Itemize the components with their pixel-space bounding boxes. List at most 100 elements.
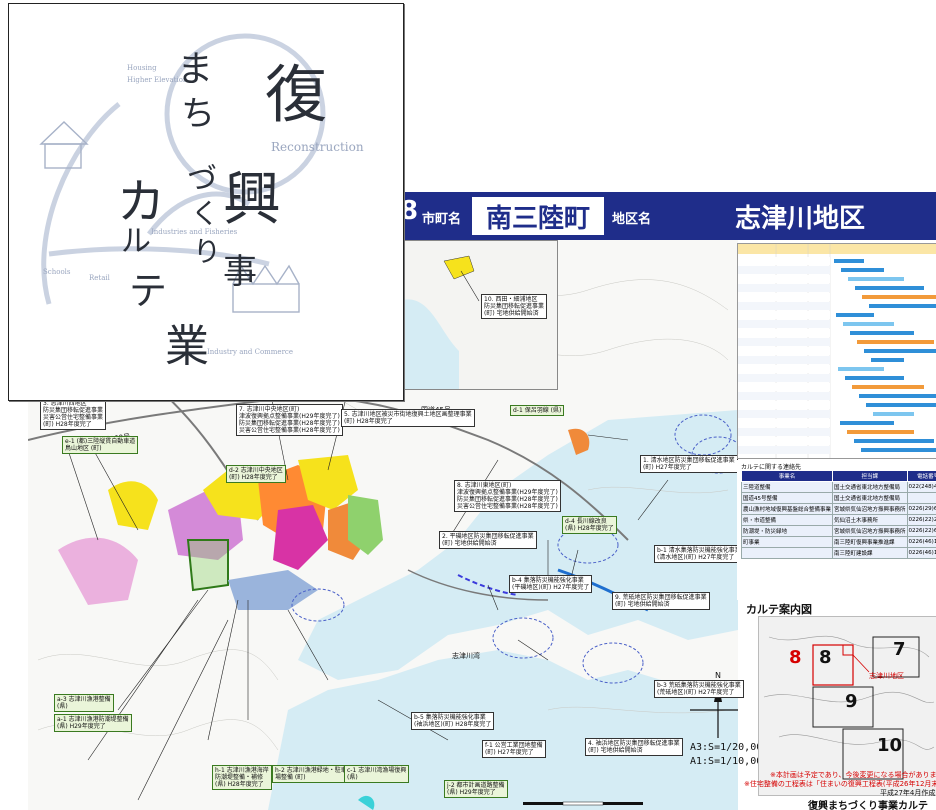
- district-number: 8: [400, 196, 419, 226]
- guide-map-drawing: [763, 635, 935, 780]
- schedule-row: [738, 347, 830, 355]
- schedule-bar: [840, 421, 894, 425]
- schedule-row: [738, 284, 830, 292]
- contacts-cell: 0226(46)1375: [906, 536, 936, 548]
- scale-a3: A3:S=1/20,000: [690, 742, 769, 753]
- schedule-bar: [854, 439, 934, 443]
- schedule-bar: [836, 313, 874, 317]
- map-label-d4: d-4 長川線改良 (県) H28年度完了: [562, 516, 617, 534]
- schedule-bar: [871, 358, 904, 362]
- bay-label: 志津川湾: [452, 652, 480, 660]
- guide-area-label: 志津川地区: [869, 672, 904, 680]
- logo-char-ka: カ: [117, 174, 166, 230]
- map-label-text: b-4 集落防災機能強化事業 (平磯地区)(町) H27年度完了: [512, 577, 590, 591]
- guide-number-9: 9: [845, 691, 858, 712]
- map-label-text: 3. 志津川西地区 防災集団移転促進事業 災害公営住宅整備事業 (町) H28年…: [43, 400, 104, 428]
- map-label-text: 5. 志津川地区被災市街地復興土地区画整理事業 (町) H28年度完了: [344, 411, 472, 425]
- contacts-cell: 町事業: [740, 536, 834, 548]
- contacts-cell: 県・市道整備: [740, 514, 834, 526]
- schedule-chart: [737, 243, 936, 459]
- schedule-bar: [864, 349, 936, 353]
- contacts-header-project: 事業名: [740, 470, 834, 482]
- logo-char-ri: り: [193, 235, 222, 268]
- schedule-bar: [843, 322, 894, 326]
- guide-map: 8 7 8 9 10 志津川地区: [758, 616, 936, 796]
- map-label-text: 8. 志津川東地区(町) 津波復興拠点整備事業(H29年度完了) 防災集団移転促…: [457, 482, 558, 510]
- guide-number-8b: 8: [819, 647, 832, 668]
- logo-latin-fisheries: Industries and Fisheries: [151, 228, 238, 236]
- map-label-c1: c-1 志津川湾漁場復興 (県): [344, 765, 410, 783]
- logo-char-ru: ル: [121, 224, 151, 259]
- schedule-row: [738, 383, 830, 391]
- area-name: 志津川地区: [664, 197, 936, 235]
- contacts-row: 農山漁村地域復興基盤総合整備事業宮城県気仙沼地方振興事務所0226(29)604…: [740, 503, 936, 515]
- logo-latin-housing: Housing: [127, 64, 157, 72]
- map-label-9: 9. 荒砥地区防災集団移転促進事業 (町) 宅地供給開始済: [612, 592, 710, 610]
- schedule-bar: [848, 277, 904, 281]
- footer-title: 復興まちづくり事業カルテ: [808, 801, 928, 810]
- contacts-cell: 農山漁村地域復興基盤総合整備事業: [740, 503, 834, 515]
- map-label-8: 8. 志津川東地区(町) 津波復興拠点整備事業(H29年度完了) 防災集団移転促…: [454, 480, 561, 512]
- contacts-table: 事業名 担当課 電話番号 三陸道整備国土交通省東北地方整備局022(248)41…: [740, 470, 936, 559]
- svg-text:N: N: [715, 671, 721, 680]
- contacts-cell: 南三陸町復興事業推進課: [832, 536, 908, 548]
- contacts-cell: 国土交通省東北地方整備局: [832, 481, 908, 493]
- schedule-bars: [738, 244, 936, 458]
- map-label-10: 10. 西田・細浦地区 防災集団移転促進事業 (町) 宅地供給開始済: [481, 294, 548, 319]
- logo-graphic: [39, 33, 326, 313]
- schedule-bar: [869, 304, 936, 308]
- schedule-row: [738, 338, 830, 346]
- logo-char-te: テ: [129, 269, 168, 313]
- area-label: 地区名: [612, 212, 652, 227]
- logo-char-ma: ま: [177, 49, 214, 90]
- schedule-bar: [861, 448, 936, 452]
- contacts-header-phone: 電話番号: [906, 470, 936, 482]
- logo-char-gyou: 業: [165, 321, 209, 372]
- map-label-4: 4. 袖浜地区防災集団移転促進事業 (町) 宅地供給開始済: [585, 738, 683, 756]
- logo-char-kou: 興: [223, 165, 282, 233]
- footer-note-1: ※本計画は予定であり、今後変更になる場合があります。: [770, 771, 936, 779]
- map-label-text: d-4 長川線改良 (県) H28年度完了: [565, 518, 614, 532]
- map-label-text: a-1 志津川漁港防潮堤整備 (県) H29年度完了: [57, 716, 129, 730]
- schedule-row: [738, 356, 830, 364]
- logo-char-chi: ち: [181, 94, 215, 134]
- schedule-row: [738, 275, 830, 283]
- schedule-row: [738, 392, 830, 400]
- contacts-cell: 国道45号整備: [740, 492, 834, 504]
- map-label-b4: b-4 集落防災機能強化事業 (平磯地区)(町) H27年度完了: [509, 575, 593, 593]
- schedule-bar: [855, 286, 924, 290]
- schedule-bar: [845, 376, 904, 380]
- map-label-j2: j-2 都市計画道路整備 (県) H29年度完了: [444, 780, 508, 798]
- contacts-cell: 南三陸町建設課: [832, 547, 908, 559]
- schedule-row: [738, 329, 830, 337]
- guide-number-7: 7: [893, 639, 906, 660]
- map-label-f1: f-1 公営工業団地整備 (町) H27年度完了: [482, 740, 546, 758]
- logo-char-zu: づ: [187, 162, 217, 197]
- schedule-bar: [834, 259, 864, 263]
- map-label-2: 2. 平磯地区防災集団移転促進事業 (町) 宅地供給開始済: [439, 531, 537, 549]
- map-label-text: 2. 平磯地区防災集団移転促進事業 (町) 宅地供給開始済: [442, 533, 534, 547]
- map-label-text: h-1 志津川漁港海岸 防潮堤整備・補修 (県) H28年度完了: [215, 767, 269, 788]
- schedule-row: [738, 257, 830, 265]
- schedule-row: [738, 320, 830, 328]
- map-label-5: 5. 志津川地区被災市街地復興土地区画整理事業 (町) H28年度完了: [341, 409, 475, 427]
- schedule-row: [738, 401, 830, 409]
- logo-char-ji: 事: [223, 252, 257, 292]
- guide-number-10: 10: [877, 735, 903, 756]
- map-label-text: b-3 荒砥集落防災機能強化事業 (荒砥地区)(町) H27年度完了: [657, 682, 741, 696]
- map-label-e1: e-1 (都)三陸縦貫自動車道 鳥山地区 (町): [62, 436, 139, 454]
- schedule-row: [738, 410, 830, 418]
- schedule-row: [738, 302, 830, 310]
- contacts-cell: [740, 547, 834, 559]
- logo-latin-reconstruction: Reconstruction: [271, 140, 364, 154]
- schedule-bar: [838, 367, 884, 371]
- map-label-text: 4. 袖浜地区防災集団移転促進事業 (町) 宅地供給開始済: [588, 740, 680, 754]
- logo-latin-retail: Retail: [89, 274, 110, 282]
- schedule-row: [738, 374, 830, 382]
- logo-card: Housing Higher Elevation Reconstruction …: [8, 3, 404, 401]
- logo-latin-elevation: Higher Elevation: [127, 76, 188, 84]
- footer-date: 平成27年4月作成: [880, 789, 936, 797]
